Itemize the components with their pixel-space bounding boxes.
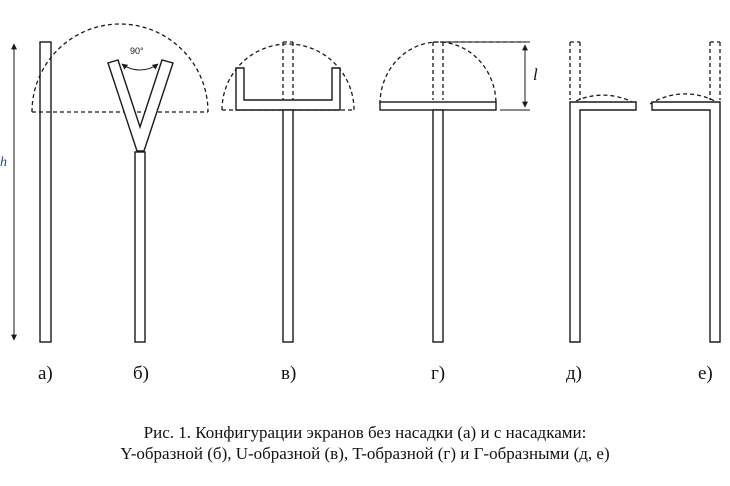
height-label: h — [0, 155, 7, 170]
config-f-g-shaped-right — [649, 41, 721, 343]
panel-label-b: б) — [133, 363, 149, 384]
config-d-t-shaped: l — [379, 41, 538, 343]
panel-label-d: д) — [566, 363, 582, 384]
panel-label-e: е) — [698, 363, 713, 384]
config-e-g-shaped-left — [569, 41, 637, 343]
config-b-y-shaped: 90° — [31, 23, 209, 343]
figure-caption-line-2: Y-образной (б), U-образной (в), T-образн… — [120, 444, 610, 463]
angle-label: 90° — [130, 46, 144, 56]
figure-caption-line-1: Рис. 1. Конфигурации экранов без насадки… — [143, 423, 587, 442]
config-c-u-shaped — [221, 41, 355, 343]
length-label: l — [533, 65, 538, 84]
config-a-plain-screen: h — [0, 41, 52, 343]
panel-label-g: г) — [431, 363, 445, 384]
panel-label-a: а) — [38, 363, 53, 384]
panel-label-v: в) — [281, 363, 296, 384]
